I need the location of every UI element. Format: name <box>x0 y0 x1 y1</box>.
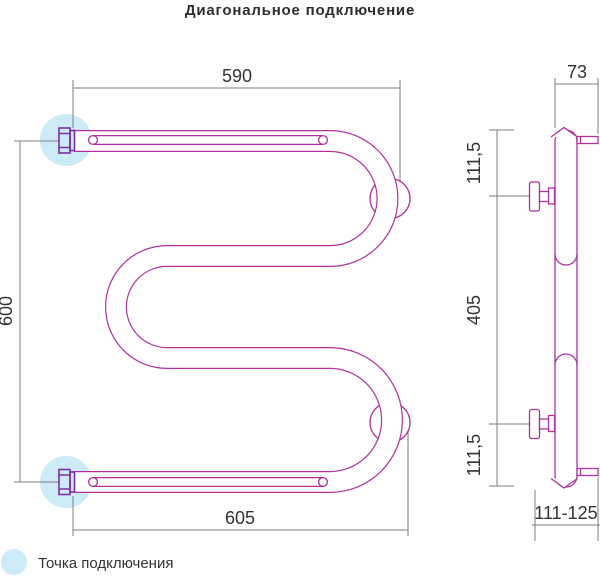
side-wall-bracket-lower <box>528 408 556 440</box>
side-upper-offset-dimension: 111,5 <box>464 142 484 184</box>
legend: Точка подключения <box>1 549 173 575</box>
side-middle-span-dimension: 405 <box>464 295 484 325</box>
connection-point-top-marker <box>40 114 92 166</box>
side-lower-offset-dimension: 111,5 <box>464 434 484 476</box>
front-left-height-dimension: 600 <box>0 296 16 326</box>
side-depth-dimension: 73 <box>567 62 587 82</box>
side-wall-distance-dimension: 111-125 <box>534 503 597 523</box>
towel-rail-s-tube <box>74 130 403 493</box>
top-bar-highlight-rod <box>87 134 329 146</box>
front-view: 590 600 605 <box>0 66 411 536</box>
connection-point-bottom-marker <box>40 456 92 508</box>
page-title: Диагональное подключение <box>185 2 415 19</box>
connection-nut-bottom <box>58 468 76 496</box>
connection-point-legend-label: Точка подключения <box>38 555 173 572</box>
connection-nut-top <box>58 127 76 154</box>
side-wall-bracket-upper <box>528 181 556 212</box>
side-view-dimension-lines: 73 111,5 405 111,5 111-125 <box>464 62 600 541</box>
bottom-bar-highlight-rod <box>87 476 329 488</box>
front-view-dimension-lines: 590 600 605 <box>0 66 409 536</box>
side-connection-bottom <box>550 467 599 489</box>
side-connection-top <box>550 126 599 145</box>
side-view: 73 111,5 405 111,5 111-125 <box>464 62 600 541</box>
side-pipe-profile <box>554 129 578 488</box>
connection-point-legend-swatch <box>1 549 27 575</box>
front-top-width-dimension: 590 <box>222 66 252 86</box>
front-bottom-width-dimension: 605 <box>225 508 255 528</box>
